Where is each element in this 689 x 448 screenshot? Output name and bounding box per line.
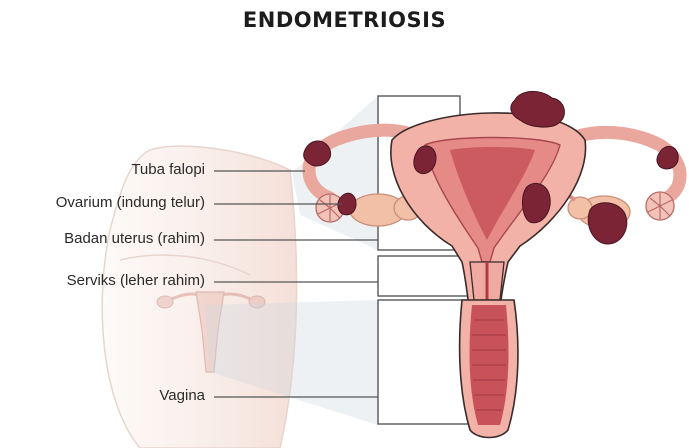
label-serviks: Serviks (leher rahim): [67, 272, 205, 290]
label-vagina: Vagina: [159, 387, 205, 405]
lesion-right-ovary: [588, 203, 627, 244]
lesion-left-tube: [304, 141, 331, 166]
right-fimbriae: [646, 192, 674, 220]
label-badan-uterus: Badan uterus (rahim): [64, 230, 205, 248]
label-tuba-falopi: Tuba falopi: [131, 161, 205, 179]
label-ovarium: Ovarium (indung telur): [56, 194, 205, 212]
frame-lower: [378, 300, 468, 424]
